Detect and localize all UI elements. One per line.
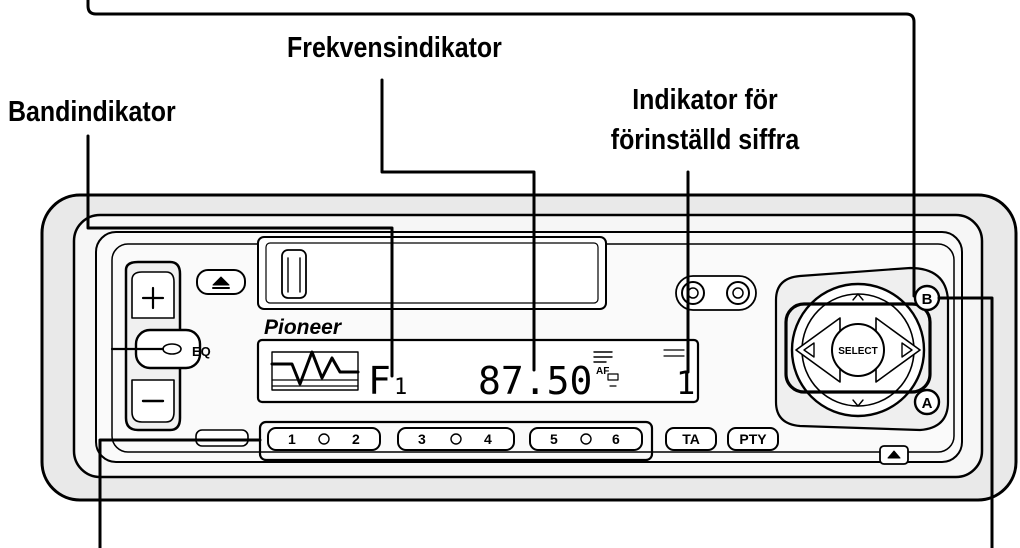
- preset-label-5: 5: [550, 431, 558, 447]
- stereo-indicator-icon: [593, 351, 613, 363]
- preset-button-3-4[interactable]: [397, 427, 515, 451]
- cassette-slot-tab: [281, 249, 307, 299]
- joystick-control[interactable]: [784, 282, 932, 418]
- preset-number-display: 1: [676, 364, 695, 402]
- left-arrow-icon: [803, 342, 815, 358]
- band-display: F: [368, 359, 391, 403]
- eject-icon: [212, 276, 230, 286]
- preset-label-2: 2: [352, 431, 360, 447]
- release-icon: [887, 450, 901, 459]
- band-indicator-label: Bandindikator: [8, 96, 176, 128]
- band-button[interactable]: [195, 429, 249, 447]
- eq-button-label: EQ: [192, 344, 211, 359]
- select-button[interactable]: [831, 323, 885, 377]
- preset-label-6: 6: [612, 431, 620, 447]
- preset-button-5-6[interactable]: [529, 427, 643, 451]
- level-meter-icon: [270, 350, 360, 391]
- a-button[interactable]: [913, 388, 941, 416]
- leader-line-b-button: [937, 296, 994, 548]
- leader-line-top: [86, 0, 916, 298]
- volume-up-icon: [141, 286, 165, 310]
- up-arrow-icon: [852, 293, 864, 301]
- select-button-label: SELECT: [838, 346, 877, 357]
- leader-line-preset-buttons: [98, 438, 262, 548]
- preset-label-4: 4: [484, 431, 492, 447]
- down-arrow-icon: [852, 399, 864, 407]
- ta-button[interactable]: [665, 427, 717, 451]
- leader-line-band: [86, 134, 394, 378]
- select-frame: [784, 302, 932, 394]
- preset-label-1: 1: [288, 431, 296, 447]
- leader-line-frequency: [380, 78, 536, 372]
- brand-logo: Pioneer: [264, 316, 343, 339]
- af-indicator: AF: [596, 366, 609, 377]
- ta-button-label: TA: [682, 431, 700, 447]
- volume-rocker[interactable]: [110, 260, 202, 432]
- eject-button[interactable]: [196, 269, 246, 295]
- preset-indicator-label-line2: förinställd siffra: [610, 124, 800, 156]
- lcd-display: [256, 338, 700, 404]
- band-display-sub: 1: [394, 375, 407, 400]
- pty-button[interactable]: [727, 427, 779, 451]
- preset-button-1-2[interactable]: [267, 427, 381, 451]
- pty-button-label: PTY: [739, 431, 767, 447]
- frequency-indicator-label: Frekvensindikator: [287, 32, 502, 64]
- preset-label-3: 3: [418, 431, 426, 447]
- b-button-label: B: [922, 291, 933, 308]
- preset-indicator-label-line1: Indikator för: [632, 84, 778, 116]
- a-button-label: A: [922, 395, 933, 412]
- right-arrow-icon: [901, 342, 913, 358]
- cassette-door: [257, 236, 607, 310]
- tp-indicator-icon: [607, 349, 685, 387]
